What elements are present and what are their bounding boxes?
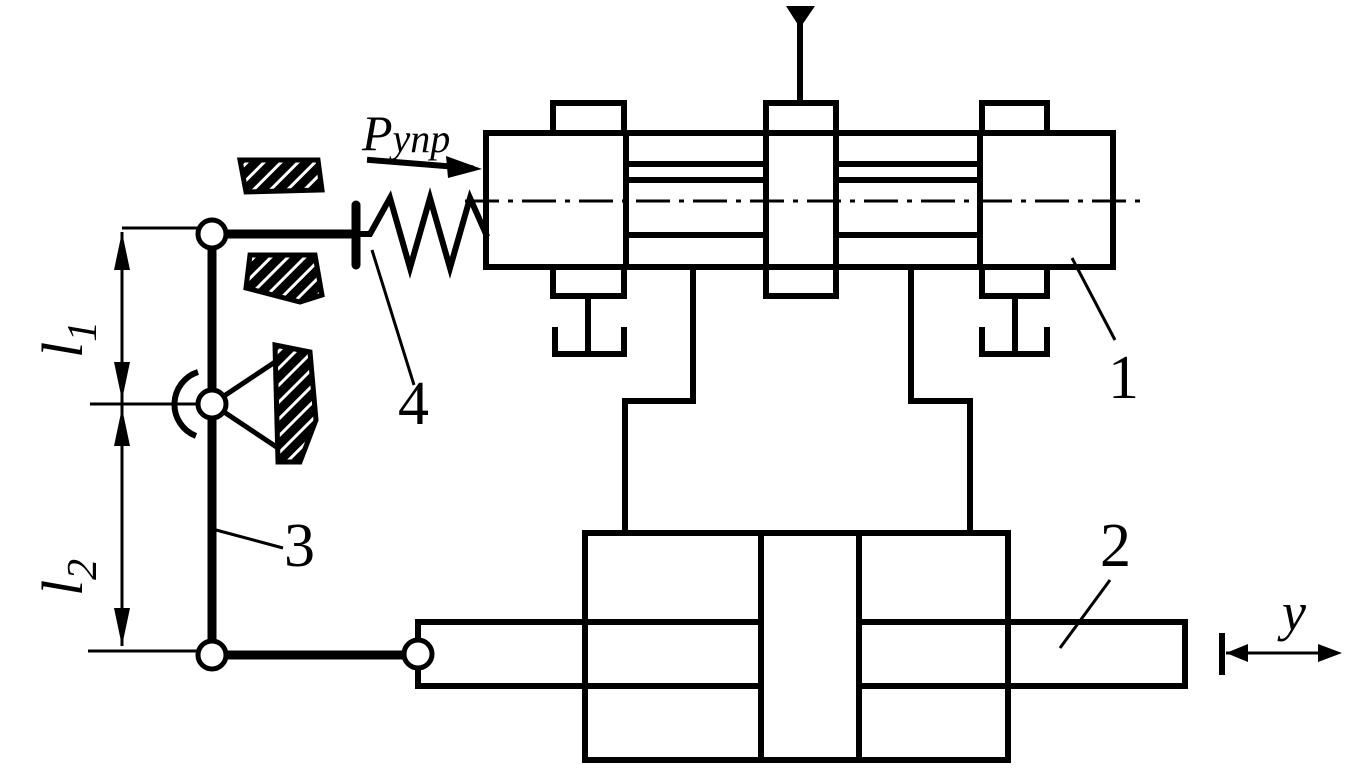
actuator-cylinder (415, 530, 1188, 763)
force-label: Pупр (361, 105, 450, 161)
feedback-lever (207, 229, 423, 660)
lever-top-pivot (195, 217, 229, 251)
spool-valve (465, 100, 1145, 357)
supply-inlet-symbol (786, 6, 815, 103)
lever-bottom-pivot (195, 638, 229, 672)
lever-number-label: 3 (284, 512, 315, 580)
fixed-stop-lower (243, 252, 325, 305)
spring-number-label: 4 (398, 370, 429, 438)
leader-lines (215, 249, 1117, 649)
control-force-arrow (366, 156, 482, 178)
lever-fulcrum-pivot (195, 387, 229, 421)
l2-label: l2 (30, 559, 106, 596)
fixed-stop-upper (236, 157, 325, 195)
rod-end-pivot (401, 637, 435, 671)
output-y-label: y (1277, 582, 1306, 642)
l1-label: l1 (30, 321, 106, 358)
hydraulic-lines (622, 264, 973, 536)
displacement-arrow (1219, 633, 1342, 675)
piston-number-label: 2 (1100, 512, 1131, 580)
feedback-spring (351, 187, 490, 279)
lever-fulcrum (171, 341, 319, 465)
spool-number-label: 1 (1108, 344, 1139, 412)
dimension-lines (88, 226, 198, 653)
